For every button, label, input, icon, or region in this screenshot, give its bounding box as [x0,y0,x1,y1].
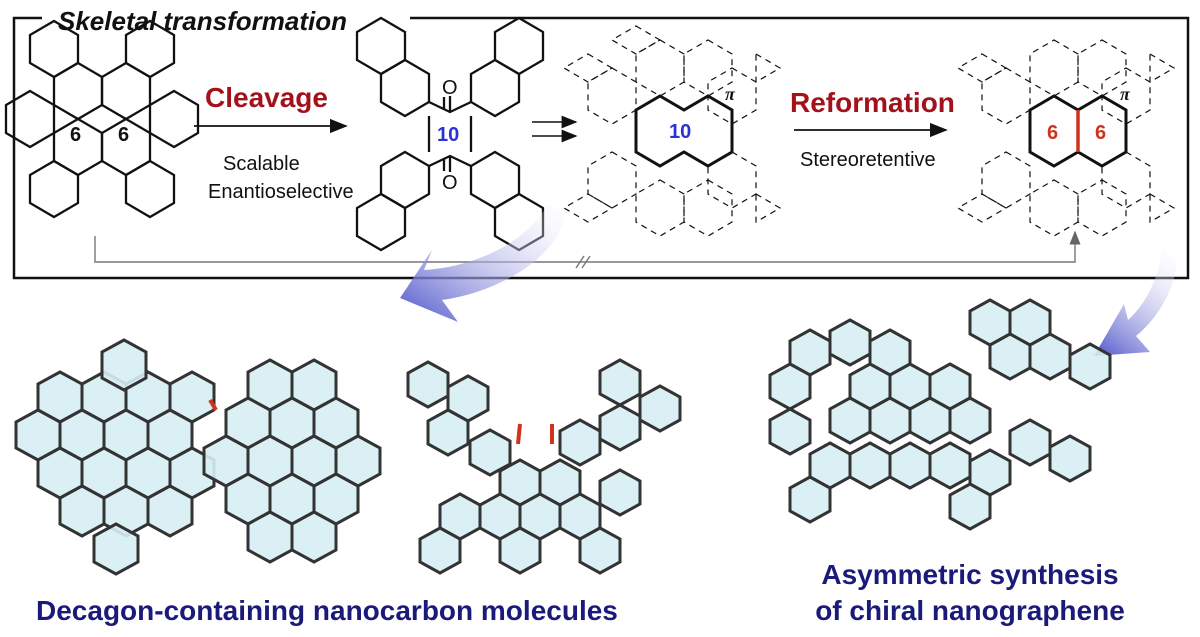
final-ring-label-1: 6 [1047,122,1058,144]
caption-right-line-2: of chiral nanographene [815,595,1125,626]
ketone-o-bottom: O [442,172,458,194]
decagon-side-view-model [406,358,682,575]
cleavage-label: Cleavage [205,82,328,113]
chiral-nanographene-model [768,298,1112,531]
carbonyl-bond-mark [208,398,218,412]
pi-symbol-right: π [1120,84,1131,104]
pi-symbol-left: π [725,84,736,104]
multistep-arrow-icon [532,115,578,143]
final-ring-label-2: 6 [1095,122,1106,144]
decagon-structure-model [14,338,382,576]
start-ring-label-1: 6 [70,124,81,146]
start-molecule [4,19,200,219]
broken-arrow-icon [94,230,1081,269]
ketone-ring-label: 10 [437,124,459,146]
reformation-note: Stereoretentive [800,149,936,171]
ketone-o-top: O [442,77,458,99]
carbonyl-bond-mark [516,423,522,445]
pi-ring-label: 10 [669,121,691,143]
skeletal-transformation-frame: Skeletal transformation [12,2,1190,280]
cleavage-note-2: Enantioselective [208,181,354,203]
curved-arrow-icon [1094,220,1179,356]
curved-arrow-icon [400,204,566,322]
caption-right-line-1: Asymmetric synthesis [821,559,1118,590]
start-ring-label-2: 6 [118,124,129,146]
caption-left: Decagon-containing nanocarbon molecules [36,595,618,626]
cleavage-note-1: Scalable [223,153,300,175]
reformed-molecule [956,39,1176,237]
reformation-label: Reformation [790,87,955,118]
frame-title: Skeletal transformation [58,6,347,36]
pi-decagon-molecule [562,25,782,237]
